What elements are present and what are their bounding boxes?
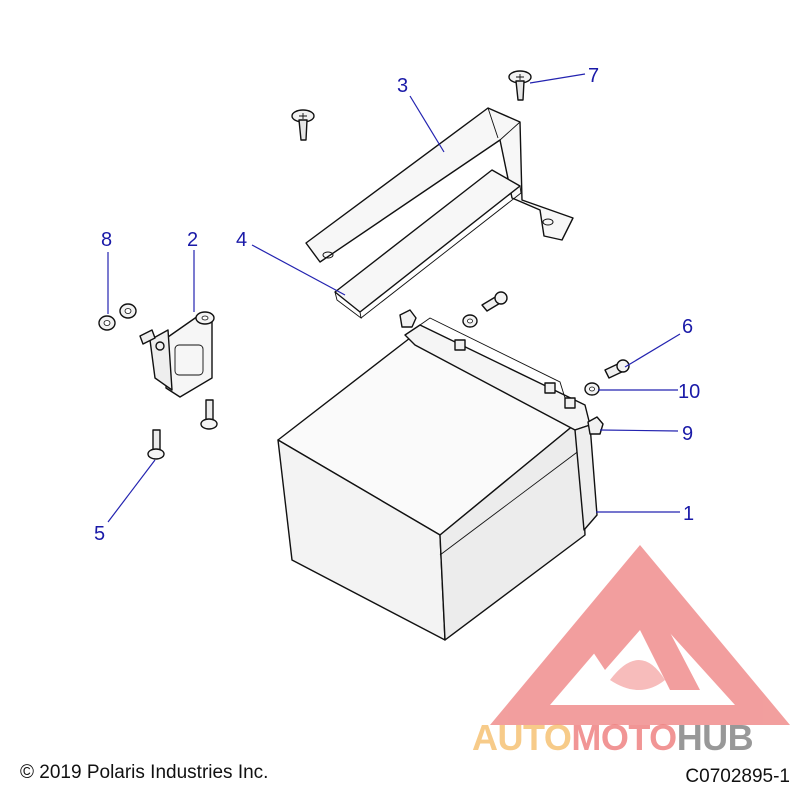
callout-3: 3 [397, 75, 408, 97]
bolt-top [481, 291, 508, 312]
nut-8a [98, 315, 116, 331]
watermark-brand-hub: HUB [677, 717, 754, 758]
bolt-6 [604, 359, 630, 379]
nut-top-1 [399, 309, 417, 328]
callout-7: 7 [588, 65, 599, 87]
watermark-brand-auto: AUTO [472, 717, 571, 758]
washer-10 [584, 382, 600, 396]
battery [277, 317, 598, 641]
solenoid [139, 311, 215, 398]
watermark-logo [490, 545, 790, 725]
screw-7a [291, 109, 315, 141]
nut-8b [119, 303, 137, 319]
screw-7b [508, 70, 532, 101]
callout-4: 4 [236, 229, 247, 251]
watermark-triangle [490, 545, 790, 725]
watermark-inner-mark [585, 575, 700, 690]
copyright-text: © 2019 Polaris Industries Inc. [20, 762, 269, 783]
figure-id: C0702895-1 [685, 766, 790, 787]
nut-9 [587, 416, 604, 435]
hold-down-bracket [305, 107, 574, 263]
washer-top [462, 314, 478, 328]
bolt-5b [200, 399, 218, 430]
callout-10: 10 [678, 381, 700, 403]
battery-strap [334, 169, 522, 320]
callout-9: 9 [682, 423, 693, 445]
callout-8: 8 [101, 229, 112, 251]
bolt-5a [147, 429, 165, 460]
watermark-brand-moto: MOTO [571, 717, 676, 758]
callout-5: 5 [94, 523, 105, 545]
callout-2: 2 [187, 229, 198, 251]
watermark-brand: AUTOMOTOHUB [472, 717, 753, 758]
callout-1: 1 [683, 503, 694, 525]
leader-lines [107, 73, 681, 523]
callout-6: 6 [682, 316, 693, 338]
